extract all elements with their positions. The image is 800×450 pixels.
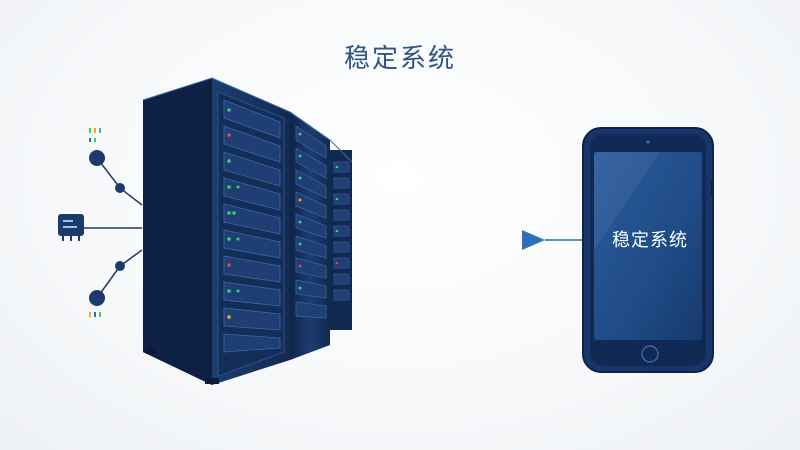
signal-node-icon	[89, 261, 125, 317]
server-rack-icon	[142, 77, 353, 385]
arrow-head-icon	[522, 230, 545, 250]
phone-camera-icon	[646, 140, 650, 144]
phone-screen-label: 稳定系统	[612, 230, 688, 251]
phone-screen	[594, 152, 702, 340]
smartphone-icon	[582, 127, 714, 373]
front-rack-units	[223, 99, 281, 353]
phone-home-button-icon	[641, 345, 659, 363]
left-connection-lines	[80, 157, 143, 299]
back-rack-units	[333, 161, 350, 301]
diagram-title: 稳定系统	[343, 44, 456, 74]
signal-node-icon	[89, 128, 125, 193]
device-box-icon	[58, 214, 84, 241]
middle-rack-units	[295, 125, 327, 319]
